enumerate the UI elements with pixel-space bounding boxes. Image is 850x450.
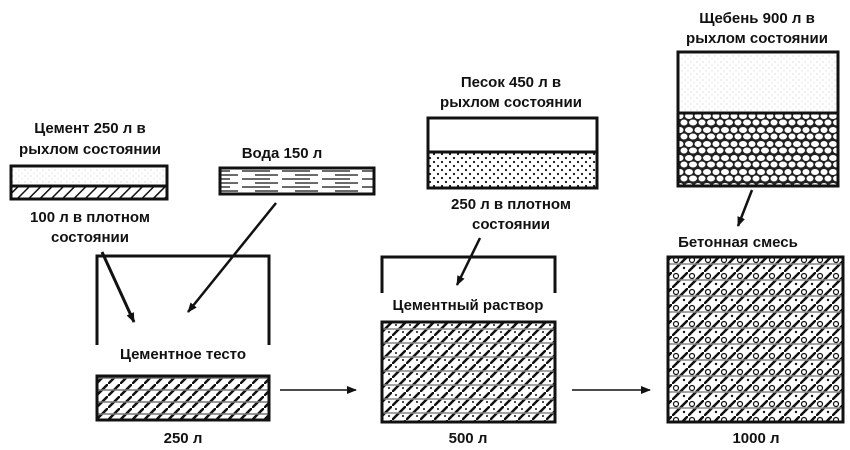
- paste-container: [95, 254, 271, 345]
- gravel-label-line2: рыхлом состоянии: [686, 30, 828, 47]
- water-label: Вода 150 л: [242, 145, 323, 162]
- arrow-cement-to-paste: [100, 251, 136, 323]
- gravel-label-line1: Щебень 900 л в: [699, 10, 815, 27]
- sand-label-line1: Песок 450 л в: [461, 74, 561, 91]
- concrete-volume: 1000 л: [732, 430, 779, 447]
- arrow-sand-to-mortar: [455, 237, 482, 286]
- cement-dense-line2: состоянии: [51, 229, 129, 246]
- paste-box: [95, 374, 271, 422]
- sand-label-line2: рыхлом состоянии: [440, 94, 582, 111]
- cement-box: [9, 164, 169, 201]
- mortar-box: [380, 320, 557, 424]
- water-box: [218, 166, 376, 196]
- sand-dense-line2: состоянии: [472, 216, 550, 233]
- cement-label-line1: Цемент 250 л в: [34, 120, 145, 137]
- concrete-label: Бетонная смесь: [678, 234, 798, 251]
- concrete-box: [666, 255, 845, 424]
- mortar-volume: 500 л: [449, 430, 488, 447]
- paste-volume: 250 л: [164, 430, 203, 447]
- sand-dense-line1: 250 л в плотном: [451, 196, 571, 213]
- paste-label: Цементное тесто: [120, 346, 246, 363]
- cement-dense-line1: 100 л в плотном: [30, 209, 150, 226]
- sand-box: [426, 116, 599, 190]
- arrow-gravel-to-concrete: [736, 189, 754, 227]
- mortar-label: Цементный раствор: [393, 297, 544, 314]
- mortar-container: [380, 255, 557, 293]
- cement-label-line2: рыхлом состоянии: [19, 141, 161, 158]
- gravel-box: [676, 50, 840, 188]
